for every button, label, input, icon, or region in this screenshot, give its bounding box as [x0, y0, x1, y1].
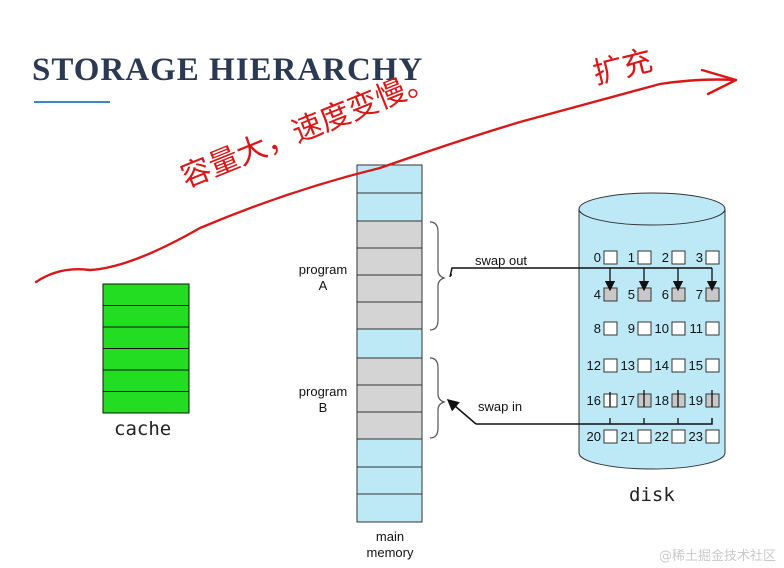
- disk-block: [671, 321, 686, 336]
- main-memory-label-line2: memory: [366, 545, 414, 560]
- program-a-label-line1: program: [298, 262, 348, 277]
- disk-block-number: 18: [655, 393, 669, 408]
- disk-block: [603, 358, 618, 373]
- disk-block: [637, 250, 652, 265]
- disk-block-number: 6: [662, 287, 669, 302]
- disk-block: [705, 358, 720, 373]
- disk-block-number: 5: [628, 287, 635, 302]
- cache-row: [102, 305, 190, 328]
- cache-row: [102, 369, 190, 392]
- disk-block: [603, 250, 618, 265]
- disk-block-number: 23: [689, 429, 703, 444]
- memory-segment-used: [356, 357, 423, 386]
- memory-segment-used: [356, 247, 423, 276]
- title-underline: [34, 101, 110, 103]
- cache-block: [102, 283, 190, 414]
- program-b-label-line1: program: [298, 384, 348, 399]
- memory-segment-used: [356, 220, 423, 249]
- watermark: @稀土掘金技术社区: [658, 549, 776, 564]
- disk-block-number: 3: [696, 250, 703, 265]
- disk-label: disk: [629, 484, 675, 506]
- disk-block-number: 1: [628, 250, 635, 265]
- memory-segment-free: [356, 493, 423, 523]
- memory-segment-free: [356, 466, 423, 495]
- memory-segment-used: [356, 411, 423, 440]
- disk-block-number: 14: [655, 358, 669, 373]
- disk-block: [637, 429, 652, 444]
- cache-row: [102, 348, 190, 371]
- cache-row: [102, 326, 190, 349]
- disk-block-number: 12: [587, 358, 601, 373]
- disk-block-number: 7: [696, 287, 703, 302]
- disk-block: [671, 429, 686, 444]
- disk-block-number: 4: [594, 287, 601, 302]
- disk-block: [603, 429, 618, 444]
- memory-segment-free: [356, 164, 423, 194]
- disk-block-number: 22: [655, 429, 669, 444]
- disk-block: [603, 321, 618, 336]
- disk-block: [671, 250, 686, 265]
- main-memory-label: main memory: [352, 529, 428, 561]
- swap-out-arrow: [449, 267, 718, 292]
- main-memory-column: [356, 164, 423, 523]
- memory-segment-free: [356, 438, 423, 468]
- swap-out-label: swap out: [475, 253, 527, 268]
- disk-block: [637, 358, 652, 373]
- memory-segment-free: [356, 328, 423, 359]
- disk-block-number: 8: [594, 321, 601, 336]
- disk-block-number: 16: [587, 393, 601, 408]
- memory-segment-used: [356, 384, 423, 413]
- swap-in-label: swap in: [478, 399, 522, 414]
- swap-in-arrow: [446, 390, 713, 425]
- slide-title: STORAGE HIERARCHY: [32, 52, 424, 88]
- disk-block-number: 11: [690, 321, 704, 336]
- annotation-curve: [34, 78, 738, 284]
- disk-block-number: 10: [655, 321, 669, 336]
- program-a-label-line2: A: [318, 278, 328, 293]
- disk-block: [705, 321, 720, 336]
- cache-row: [102, 391, 190, 414]
- disk-block-number: 17: [621, 393, 635, 408]
- disk-block-number: 20: [587, 429, 601, 444]
- disk-block-number: 19: [689, 393, 703, 408]
- disk-block-number: 0: [594, 250, 601, 265]
- program-a-brace: [429, 221, 446, 331]
- main-memory-label-line1: main: [375, 529, 405, 544]
- disk-block-number: 9: [628, 321, 635, 336]
- program-a-label: program A: [290, 262, 356, 294]
- disk-block: [705, 429, 720, 444]
- program-b-brace: [429, 357, 446, 439]
- disk-block-number: 15: [689, 358, 703, 373]
- annotation-arrowhead: [700, 68, 738, 96]
- cache-label: cache: [114, 418, 172, 440]
- memory-segment-used: [356, 274, 423, 303]
- program-b-label-line2: B: [318, 400, 328, 415]
- program-b-label: program B: [290, 384, 356, 416]
- disk-block: [671, 358, 686, 373]
- annotation-handwriting-2: 扩充: [589, 43, 656, 91]
- disk-block-number: 21: [621, 429, 635, 444]
- cache-row: [102, 283, 190, 306]
- memory-segment-free: [356, 192, 423, 222]
- disk-block-number: 2: [662, 250, 669, 265]
- disk-block: [705, 250, 720, 265]
- disk-block: [637, 321, 652, 336]
- memory-segment-used: [356, 301, 423, 330]
- disk-block-number: 13: [621, 358, 635, 373]
